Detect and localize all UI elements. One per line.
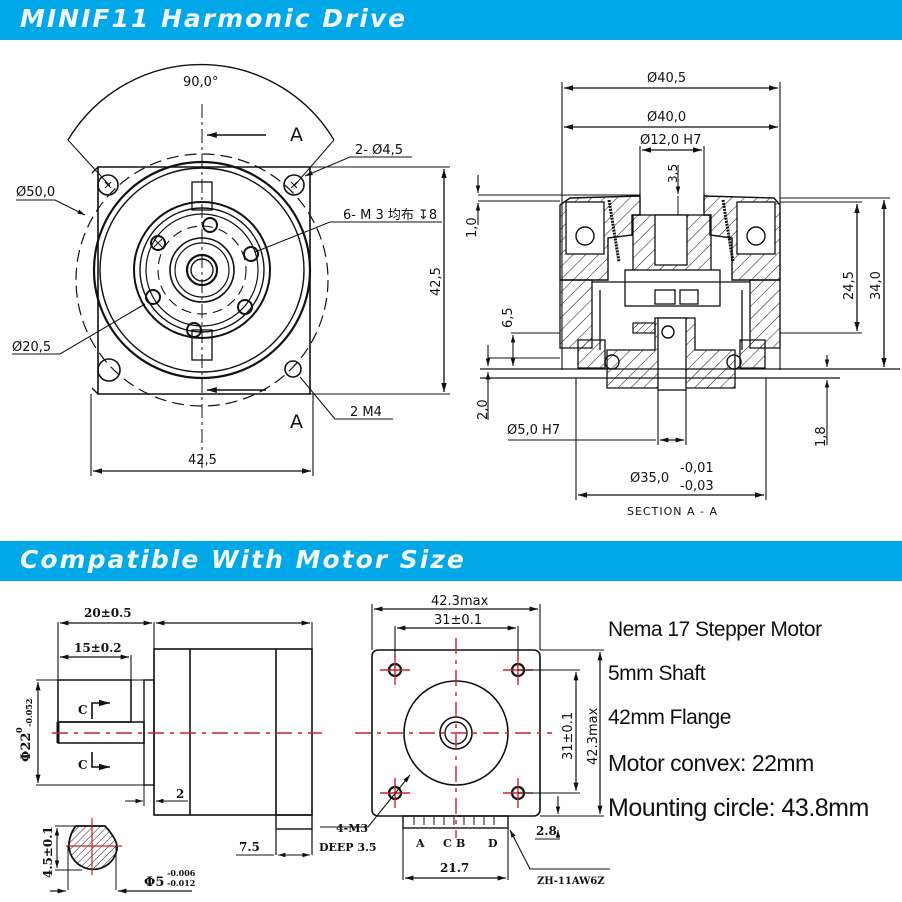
flange-offset-label: 1,8	[814, 426, 829, 447]
base-offset-label: 2,0	[476, 399, 491, 420]
motor-side-view	[35, 620, 322, 894]
section-marker-top: A	[290, 124, 303, 146]
boss-tol-lower: -0.052	[24, 699, 34, 727]
height-label: 42,5	[429, 267, 444, 296]
pin-a-label: A	[415, 837, 425, 850]
dia-outer-label: Ø40,5	[647, 71, 686, 86]
height-inner-label: 24,5	[842, 271, 857, 300]
pin-c-label: C	[443, 837, 452, 850]
width-label: 42,5	[188, 453, 217, 468]
harmonic-drive-front-view	[12, 63, 450, 476]
section-c-label-top: C	[78, 703, 88, 717]
pin-b-label: B	[456, 837, 465, 850]
top-offset-label: 1,0	[465, 217, 480, 238]
connector-model-label: ZH-11AW6Z	[537, 876, 605, 887]
shaft-tol-upper: -0.006	[167, 868, 196, 878]
boss-tol-upper: 0	[14, 727, 24, 733]
pilot-tol-lower: -0,03	[680, 479, 714, 494]
dia-body-label: Ø40,0	[647, 110, 686, 125]
section-banner-motor-size: Compatible With Motor Size	[0, 541, 902, 581]
harmonic-drive-section-view	[475, 82, 900, 500]
inner-circle-label: Ø20,5	[12, 340, 51, 355]
banner-title: MINIF11 Harmonic Drive	[20, 4, 408, 33]
shaft-bore-label: Ø5,0 H7	[507, 423, 560, 438]
angle-label: 90,0°	[183, 75, 218, 90]
shaft-length-label: 20±0.5	[84, 606, 132, 620]
bottom-thread-label: 2 M4	[350, 405, 382, 420]
thread-depth-label: DEEP 3.5	[319, 841, 377, 854]
depth-label: 3,5	[666, 164, 680, 183]
flat-length-label: 15±0.2	[74, 641, 122, 655]
spec-item: Nema 17 Stepper Motor	[608, 618, 822, 641]
hole-label: 2- Ø4,5	[355, 143, 403, 158]
thread-label: 6- M 3 均布 ↧8	[343, 208, 437, 223]
shaft-tol-lower: -0.012	[167, 878, 195, 888]
boss-height-label: 2	[176, 787, 184, 801]
motor-spec-list: Nema 17 Stepper Motor 5mm Shaft 42mm Fla…	[608, 618, 869, 838]
width-max-label: 42.3max	[431, 594, 489, 609]
height-max-label: 42.3max	[586, 707, 601, 765]
spec-item: Motor convex: 22mm	[608, 750, 814, 776]
shaft-dia-label: Φ5	[144, 875, 164, 890]
hole-spacing-vertical-label: 31±0.1	[561, 712, 576, 760]
section-caption: SECTION A - A	[627, 505, 718, 518]
pilot-dia-label: Ø35,0	[630, 471, 669, 486]
dia-bore-label: Ø12,0 H7	[640, 133, 701, 148]
outer-circle-label: Ø50,0	[16, 185, 55, 200]
connector-offset-label: 7.5	[239, 840, 260, 854]
step-label: 6,5	[501, 307, 516, 328]
thread-label: 4-M3	[336, 822, 368, 835]
height-total-label: 34,0	[869, 271, 884, 300]
section-marker-bottom: A	[290, 411, 303, 433]
boss-dia-label: Φ22	[19, 733, 34, 762]
flat-height-label: 4.5±0.1	[41, 826, 55, 878]
spec-item: Mounting circle: 43.8mm	[608, 794, 869, 822]
banner-title: Compatible With Motor Size	[20, 545, 466, 574]
spec-item: 5mm Shaft	[608, 662, 706, 685]
connector-offset-label: 2.8	[536, 824, 557, 838]
connector-width-label: 21.7	[440, 861, 469, 875]
spec-item: 42mm Flange	[608, 706, 731, 729]
hole-spacing-label: 31±0.1	[434, 613, 482, 628]
motor-front-view	[320, 604, 610, 881]
section-banner-harmonic-drive: MINIF11 Harmonic Drive	[0, 0, 902, 40]
section-c-label-bottom: C	[78, 758, 88, 772]
pilot-tol-upper: -0,01	[680, 461, 714, 476]
pin-d-label: D	[488, 837, 498, 850]
